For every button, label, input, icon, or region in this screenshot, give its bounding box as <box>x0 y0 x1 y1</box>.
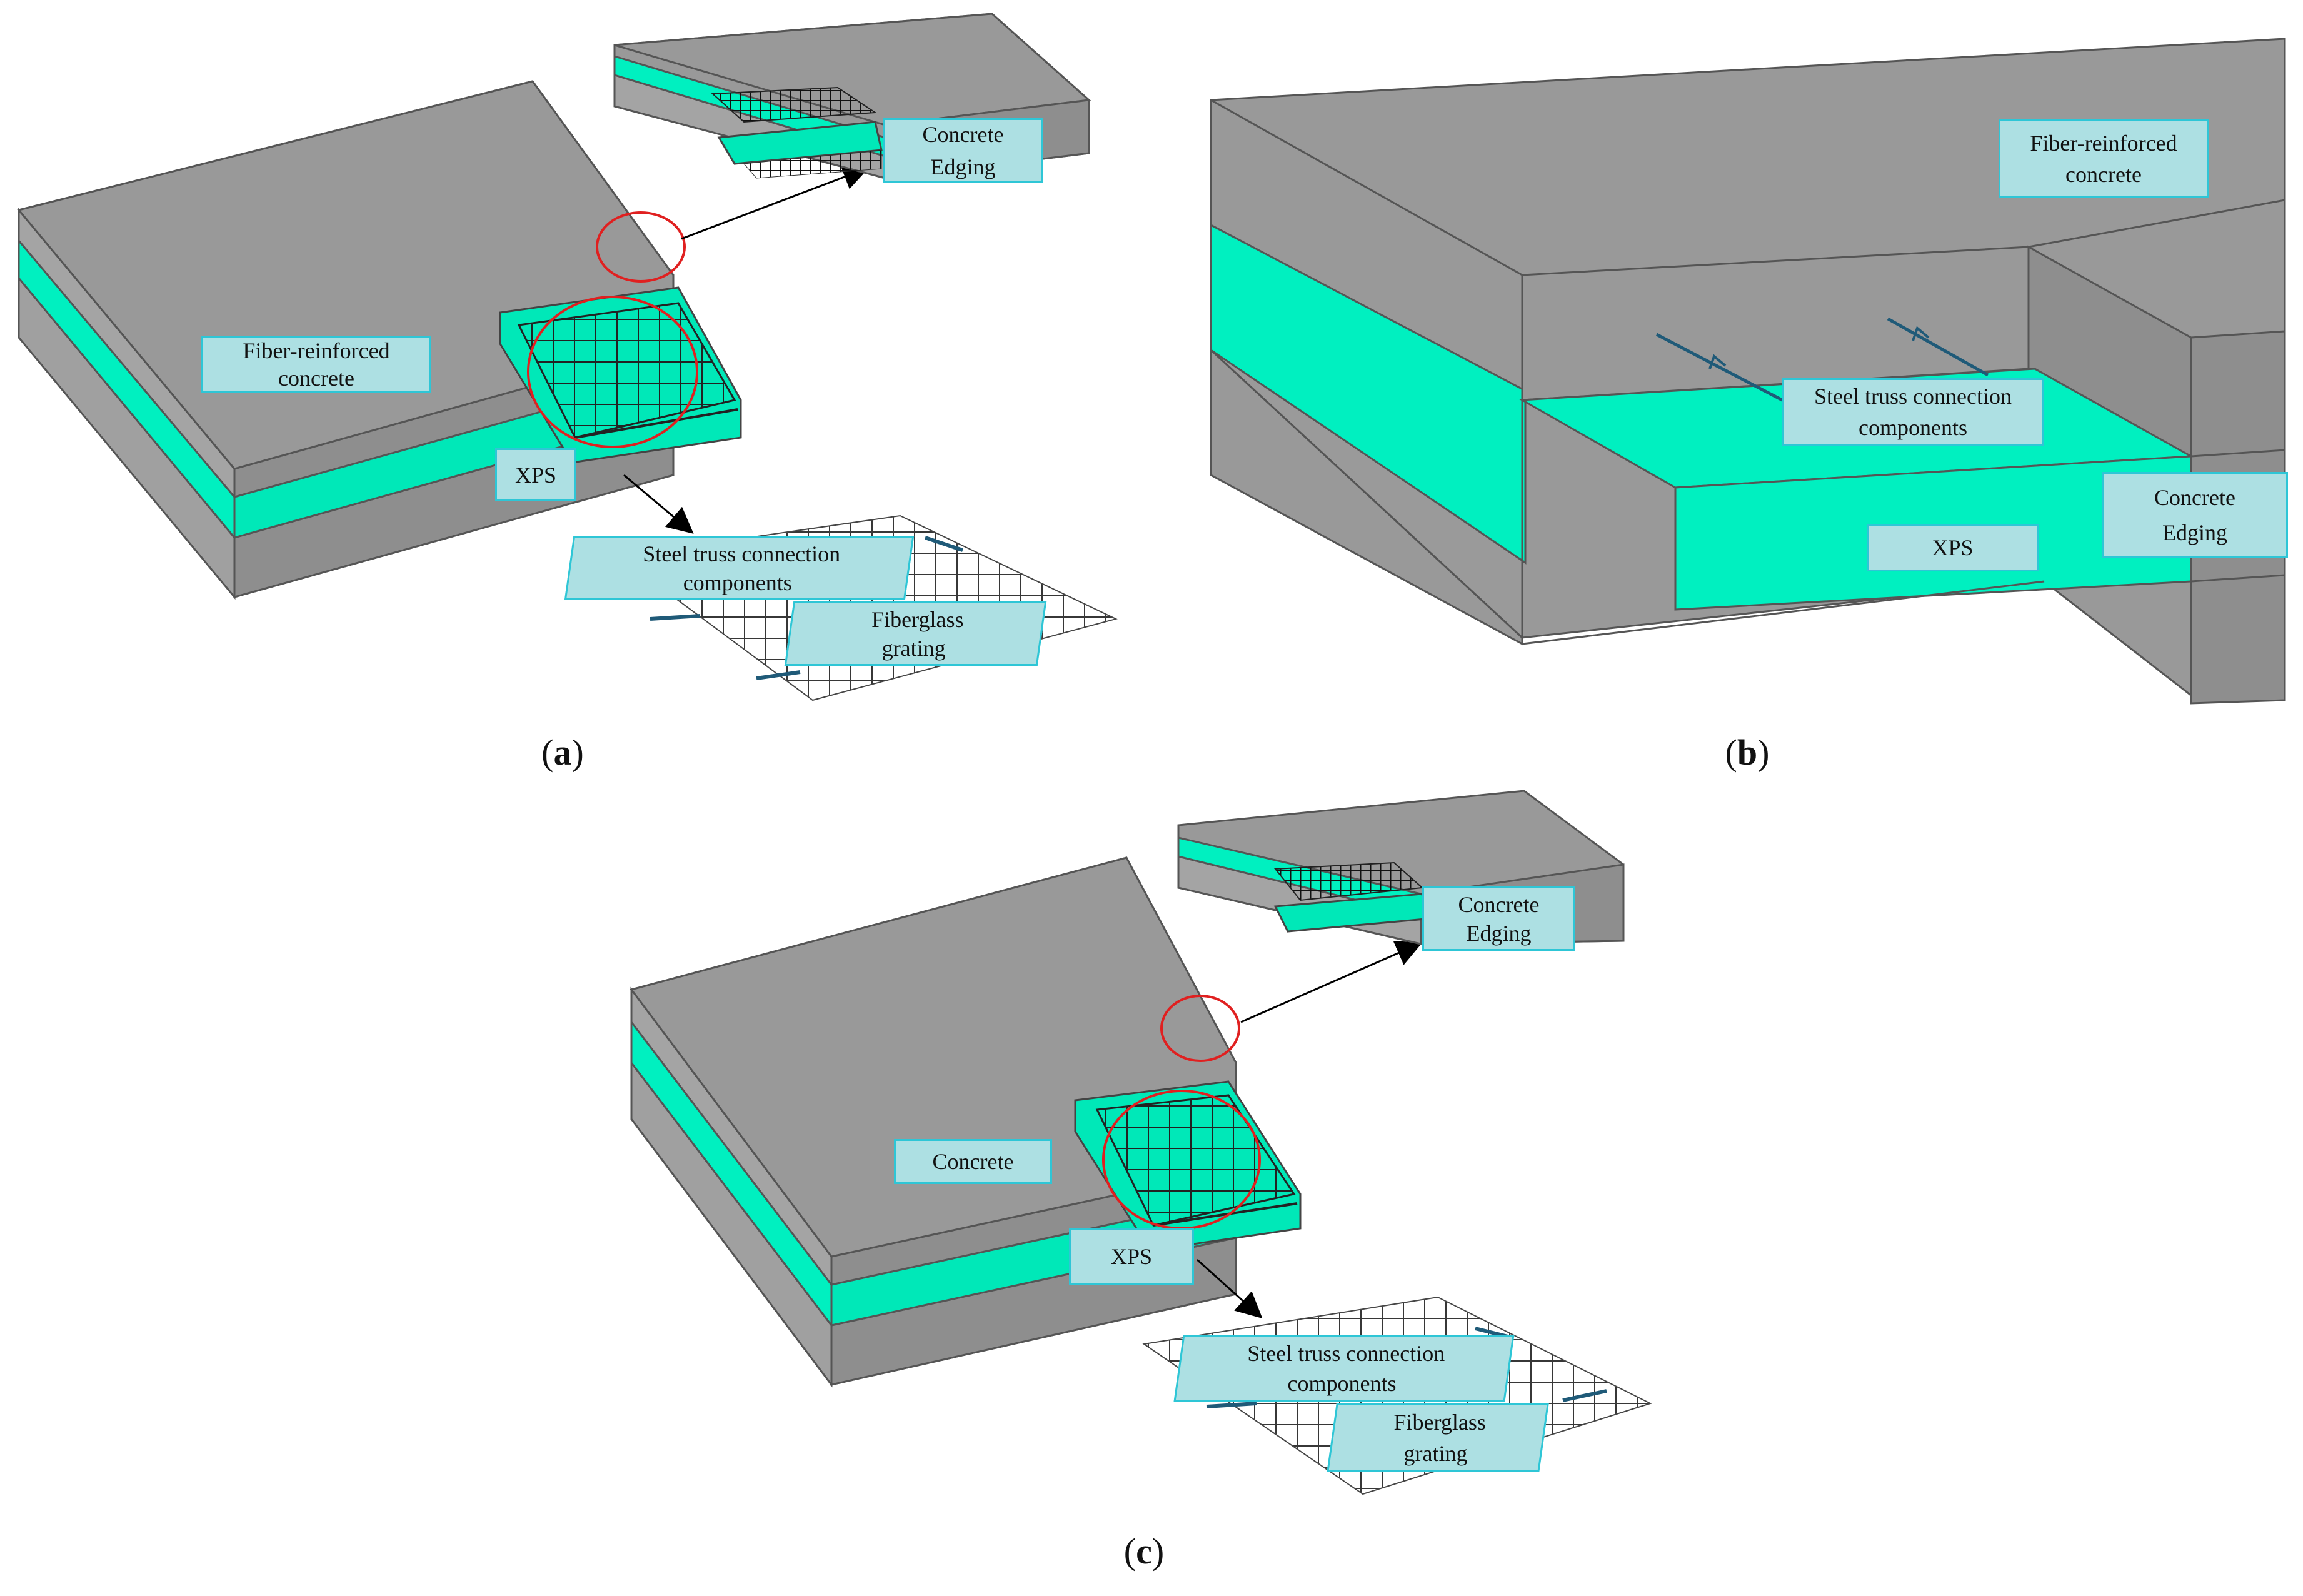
xps-inset-a <box>499 286 742 464</box>
label-line: components <box>1287 1370 1397 1396</box>
arrow-c1 <box>1240 941 1423 1023</box>
label-fiberglass-c: Fiberglass grating <box>1327 1403 1549 1472</box>
label-line: components <box>683 570 792 595</box>
arrow-a1 <box>681 164 870 240</box>
label-fiber-concrete-a: Fiber-reinforced concrete <box>201 336 431 393</box>
label-line: Fiberglass <box>871 606 964 632</box>
label-line: Concrete <box>2154 485 2235 510</box>
label-line: Steel truss connection <box>1814 384 2012 409</box>
label-line: Fiberglass <box>1393 1410 1487 1435</box>
label-concrete-edging-c: Concrete Edging <box>1422 886 1575 951</box>
label-line: Concrete <box>932 1149 1014 1174</box>
truss-line-b2 <box>1887 317 1989 377</box>
arrow-a2 <box>623 474 694 534</box>
label-line: Steel truss connection <box>1247 1340 1445 1366</box>
label-steel-truss-a: Steel truss connection components <box>564 536 915 600</box>
label-concrete-c: Concrete <box>894 1139 1052 1184</box>
truss-line-b1 <box>1655 333 1795 408</box>
label-fiberglass-a: Fiberglass grating <box>784 601 1047 666</box>
caption-a: (a) <box>541 732 584 773</box>
label-steel-truss-b: Steel truss connection components <box>1782 378 2044 446</box>
label-line: grating <box>881 635 946 661</box>
highlight-circle-a2 <box>527 296 698 448</box>
label-line: Concrete <box>922 121 1004 147</box>
label-concrete-edging-b: Concrete Edging <box>2102 472 2288 558</box>
xps-inset-c <box>1074 1080 1302 1252</box>
label-line: XPS <box>1932 535 1974 560</box>
highlight-circle-a1 <box>596 211 686 283</box>
label-line: concrete <box>2065 161 2142 187</box>
label-line: XPS <box>514 462 557 488</box>
label-concrete-edging-a: Concrete Edging <box>883 118 1043 183</box>
label-steel-truss-c: Steel truss connection components <box>1173 1335 1515 1402</box>
caption-c: (c) <box>1123 1531 1165 1572</box>
label-line: Fiber-reinforced <box>243 338 390 363</box>
label-line: Fiber-reinforced <box>2030 130 2177 156</box>
caption-letter: c <box>1136 1531 1152 1572</box>
label-line: grating <box>1403 1441 1468 1466</box>
label-line: Edging <box>1466 920 1532 946</box>
label-xps-c: XPS <box>1069 1228 1194 1285</box>
label-xps-a: XPS <box>495 448 576 501</box>
highlight-circle-c1 <box>1160 995 1240 1062</box>
label-xps-b: XPS <box>1867 524 2039 571</box>
label-line: Edging <box>930 154 996 179</box>
label-fiber-concrete-b: Fiber-reinforced concrete <box>1999 119 2209 198</box>
label-line: Concrete <box>1458 891 1540 917</box>
label-line: Edging <box>2162 520 2227 545</box>
caption-b: (b) <box>1725 732 1770 773</box>
label-line: components <box>1859 415 1967 440</box>
caption-letter: a <box>553 732 572 773</box>
label-line: Steel truss connection <box>642 541 840 566</box>
label-line: concrete <box>278 366 354 391</box>
caption-letter: b <box>1737 732 1758 773</box>
label-line: XPS <box>1110 1244 1153 1269</box>
arrow-c2 <box>1196 1258 1263 1319</box>
